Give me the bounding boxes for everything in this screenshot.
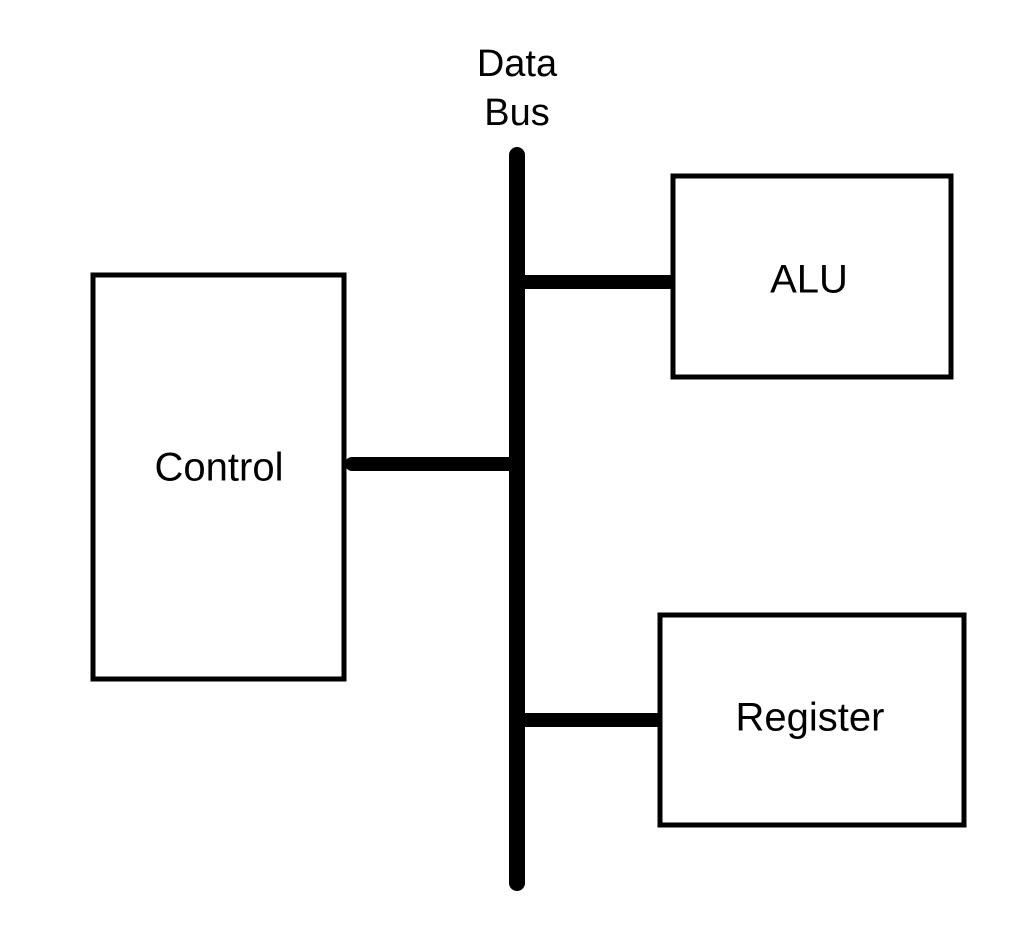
data-bus-label-line2: Bus	[484, 92, 549, 134]
data-bus-label-line1: Data	[477, 43, 558, 85]
alu-block-label: ALU	[770, 258, 848, 302]
control-block	[90, 272, 347, 682]
control-block-label: Control	[155, 446, 284, 490]
register-block	[657, 612, 967, 828]
alu-block	[670, 173, 954, 380]
register-block-label: Register	[736, 696, 885, 740]
